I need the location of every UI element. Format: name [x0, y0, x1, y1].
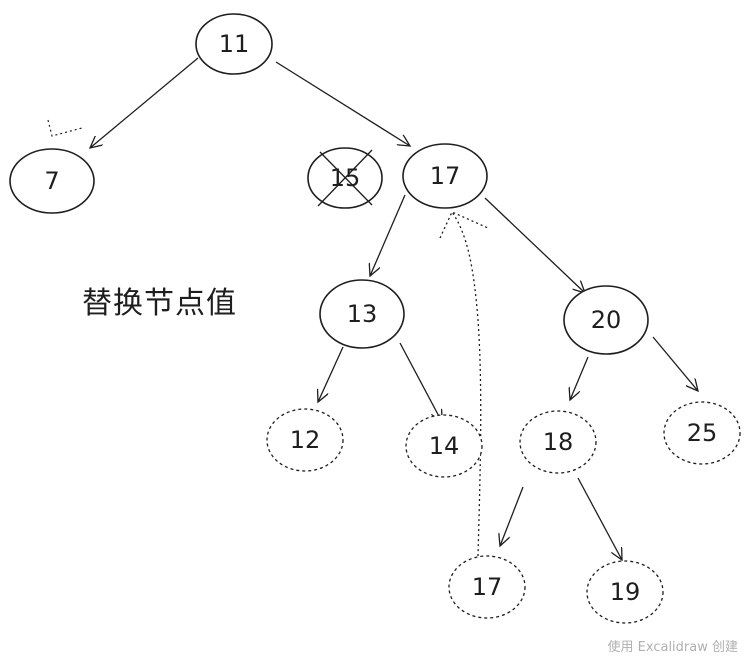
- node-20: [563, 285, 649, 355]
- excalidraw-watermark: 使用 Excalidraw 创建: [607, 640, 738, 655]
- node-25-label: 25: [687, 419, 718, 447]
- node-25: [663, 401, 741, 465]
- node-14: [405, 414, 483, 478]
- node-17-label: 17: [430, 162, 461, 190]
- node-11: [195, 13, 273, 75]
- node-13: [319, 279, 405, 349]
- node-12: [266, 408, 344, 472]
- edge-20-18: [570, 356, 589, 400]
- node-7: [9, 148, 95, 214]
- node-15-label: 15: [330, 164, 361, 192]
- node-19: [586, 560, 664, 624]
- node-17: [402, 143, 488, 209]
- edge-20-25: [652, 336, 698, 391]
- edge-13-14: [399, 342, 442, 422]
- edge-13-12: [318, 346, 344, 402]
- edge-18-17: [500, 486, 524, 546]
- replacement-arrowhead: [439, 211, 489, 239]
- node-13-label: 13: [347, 300, 378, 328]
- diagram-caption: 替换节点值: [82, 286, 237, 321]
- node-18-label: 18: [543, 428, 574, 456]
- node-11-label: 11: [219, 30, 250, 58]
- node-15-strike: [317, 149, 373, 207]
- edge-18-19: [577, 477, 622, 560]
- node-20-label: 20: [591, 306, 622, 334]
- edge-17-20: [484, 197, 585, 293]
- edge-11-17: [275, 61, 410, 146]
- node-19-label: 19: [610, 578, 641, 606]
- replacement-dotted-arrow: [451, 211, 482, 557]
- node-17-leaf: [448, 555, 526, 619]
- edge-11-7: [90, 57, 199, 148]
- edge-17-13: [370, 194, 406, 276]
- node-7-label: 7: [44, 167, 59, 195]
- node-12-label: 12: [290, 426, 321, 454]
- node-14-label: 14: [429, 432, 460, 460]
- node-7-dotted-mark: [47, 119, 83, 137]
- node-17-leaf-label: 17: [472, 573, 503, 601]
- node-18: [519, 410, 597, 474]
